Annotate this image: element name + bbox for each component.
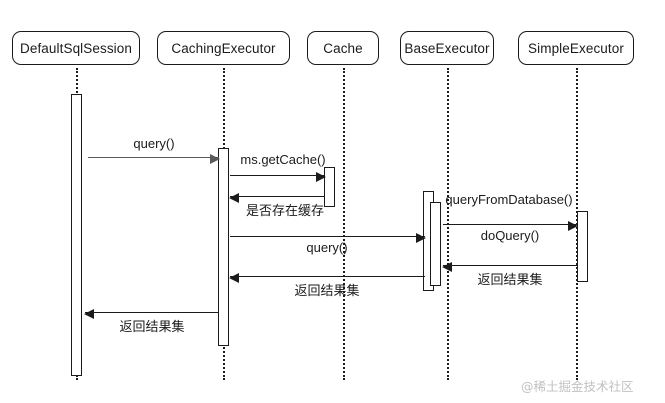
lifeline-cache [343, 68, 345, 380]
arrowhead-right-icon [416, 232, 426, 243]
msg-return-base-to-caching-arrow [229, 272, 425, 283]
msg-query-caching-to-base-arrow [230, 232, 426, 243]
msg-query-caching-to-base-label: query() [306, 240, 348, 255]
participant-label: SimpleExecutor [528, 40, 624, 56]
msg-return-caching-to-session-label: 返回结果集 [119, 320, 185, 335]
participant-simpleexecutor[interactable]: SimpleExecutor [518, 31, 634, 65]
act-simpleexecutor [577, 211, 588, 282]
msg-doquery-base-to-simple-label: doQuery() [480, 228, 540, 243]
act-baseexecutor-inner [430, 202, 441, 286]
participant-cachingexecutor[interactable]: CachingExecutor [157, 31, 290, 65]
participant-defaultsqlsession[interactable]: DefaultSqlSession [12, 31, 140, 65]
msg-cache-exists-return-label: 是否存在缓存 [245, 204, 324, 219]
msg-return-caching-to-session-arrow [84, 308, 219, 319]
msg-cache-exists-return-arrow [229, 192, 325, 203]
arrowhead-left-icon [229, 272, 239, 283]
participant-cache[interactable]: Cache [307, 31, 379, 65]
msg-return-simple-to-base-arrow [442, 261, 577, 272]
arrowhead-right-icon [568, 220, 578, 231]
act-defaultsqlsession [71, 94, 82, 376]
arrowhead-right-icon [210, 153, 220, 164]
msg-return-base-to-caching-label: 返回结果集 [294, 284, 360, 299]
arrowhead-left-icon [442, 261, 452, 272]
participant-label: CachingExecutor [171, 40, 276, 56]
msg-getcache-caching-to-cache-arrow [230, 171, 326, 182]
arrowhead-right-icon [316, 171, 326, 182]
msg-query-session-to-caching-arrow [88, 153, 220, 164]
msg-return-simple-to-base-label: 返回结果集 [477, 273, 543, 288]
arrowhead-left-icon [229, 192, 239, 203]
msg-doquery-base-to-simple-arrow [443, 220, 578, 231]
participant-label: BaseExecutor [404, 40, 490, 56]
act-cachingexecutor [218, 148, 229, 346]
participant-baseexecutor[interactable]: BaseExecutor [400, 31, 494, 65]
act-cache [324, 167, 335, 207]
msg-query-session-to-caching-label: query() [133, 136, 175, 151]
participant-label: Cache [323, 40, 363, 56]
arrowhead-left-icon [84, 308, 94, 319]
watermark: @稀土掘金技术社区 [521, 379, 634, 394]
msg-getcache-caching-to-cache-label: ms.getCache() [240, 152, 326, 167]
msg-queryfromdatabase-label: queryFromDatabase() [445, 192, 573, 207]
participant-label: DefaultSqlSession [19, 40, 132, 56]
